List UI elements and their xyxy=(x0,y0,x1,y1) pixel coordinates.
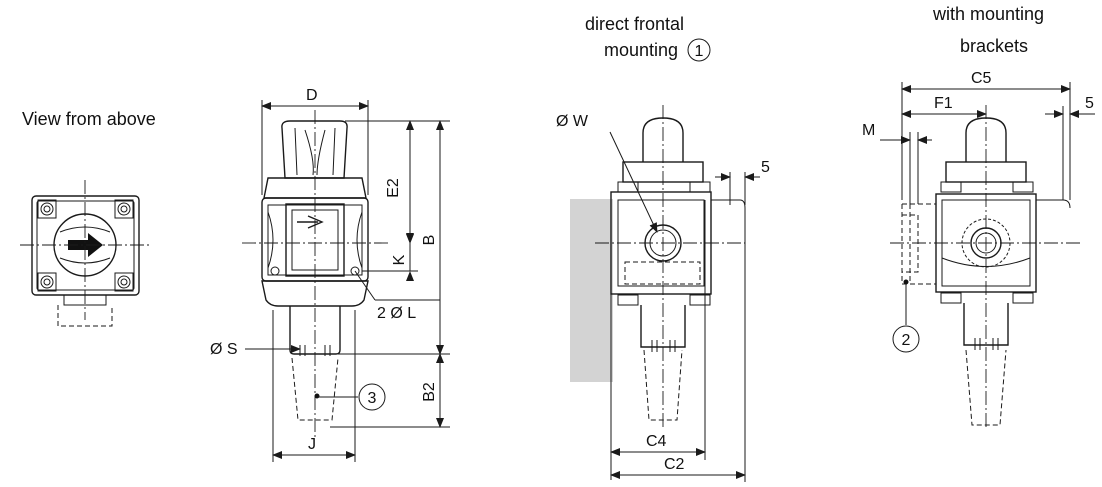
caption-direct-frontal-2: mounting xyxy=(604,40,678,60)
screw-icon xyxy=(114,199,134,219)
bracket-mounting-view: with mounting brackets C5 F1 xyxy=(862,4,1095,430)
callout-3-label: 3 xyxy=(368,390,377,407)
caption-direct-frontal-1: direct frontal xyxy=(585,14,684,34)
dim-D-label: D xyxy=(306,87,318,104)
screw-icon xyxy=(114,272,134,292)
callout-2-label: 2 xyxy=(902,332,911,349)
dim-M-label: M xyxy=(862,122,875,139)
dim-dia-S-label: Ø S xyxy=(210,341,238,358)
dim-C2-label: C2 xyxy=(664,456,685,473)
caption-with-brackets-1: with mounting xyxy=(932,4,1044,24)
flow-arrow-icon xyxy=(68,233,103,257)
callout-1-circle xyxy=(687,38,711,62)
dim-5-front-label: 5 xyxy=(761,159,770,176)
dim-K-label: K xyxy=(391,254,408,265)
dim-B2-label: B2 xyxy=(421,382,438,402)
direct-frontal-mounting-view: direct frontal mounting 1 Ø W xyxy=(556,14,770,482)
callout-3-circle xyxy=(358,383,386,411)
caption-with-brackets-2: brackets xyxy=(960,36,1028,56)
mounting-wall xyxy=(570,199,613,382)
dim-F1-label: F1 xyxy=(934,95,953,112)
dim-J-label: J xyxy=(308,436,316,453)
dim-5-bracket-label: 5 xyxy=(1085,95,1094,112)
front-view: D E2 B K 2 Ø L Ø S B2 J 3 xyxy=(210,87,450,462)
flow-arrow-icon xyxy=(297,215,324,229)
dim-C5-label: C5 xyxy=(971,70,992,87)
top-view: View from above xyxy=(20,109,156,327)
screw-icon xyxy=(37,199,57,219)
dim-B-label: B xyxy=(421,235,438,246)
screw-icon xyxy=(350,266,360,276)
callout-1-label: 1 xyxy=(695,43,704,60)
screw-icon xyxy=(270,266,280,276)
dim-E2-label: E2 xyxy=(385,178,402,198)
dim-C4-label: C4 xyxy=(646,433,667,450)
caption-view-from-above: View from above xyxy=(22,109,156,129)
callout-2-circle xyxy=(892,325,920,353)
dim-2-dia-L-label: 2 Ø L xyxy=(377,305,416,322)
dim-dia-W-label: Ø W xyxy=(556,113,589,130)
screw-icon xyxy=(37,272,57,292)
